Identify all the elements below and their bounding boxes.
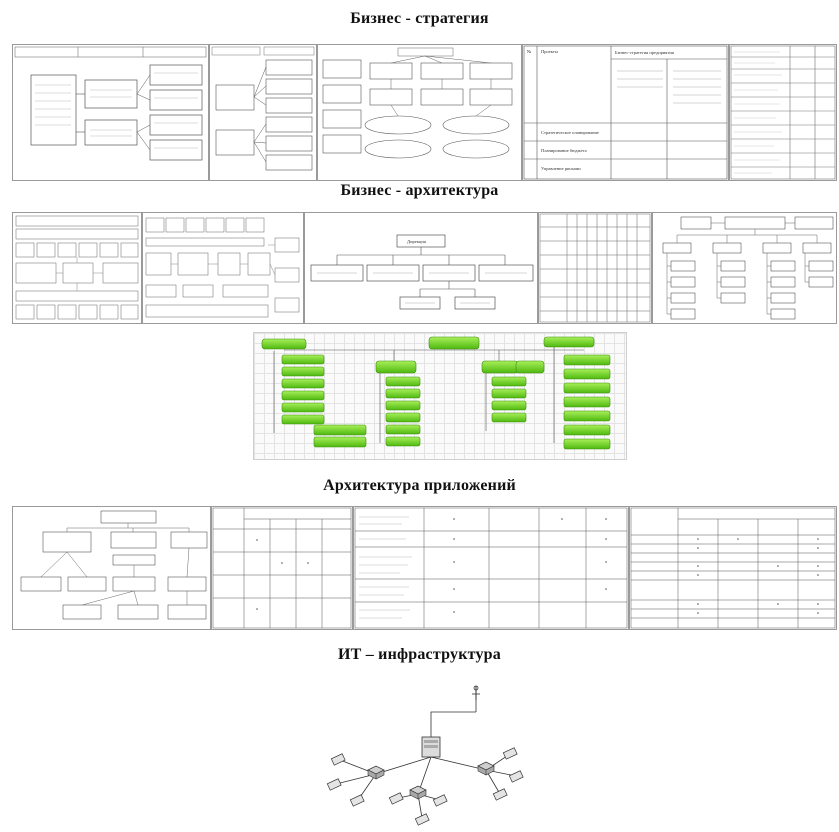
- architecture-process-flow: [142, 212, 304, 324]
- architecture-green-hierarchy: [253, 332, 627, 460]
- architecture-responsibility-matrix: [538, 212, 652, 324]
- root-department-label: Дирекция: [407, 239, 426, 244]
- strategy-objectives-tree: [209, 44, 317, 181]
- section-title-architecture: Бизнес - архитектура: [340, 182, 499, 199]
- workstation-icon: [349, 794, 365, 807]
- section-title-strategy: Бизнес - стратегия: [350, 10, 489, 27]
- workstation-icon: [432, 794, 448, 807]
- architecture-process-map: [12, 212, 142, 324]
- switch-icon: [409, 785, 427, 800]
- strategy-row-3: Управление рисками: [541, 166, 581, 171]
- architecture-function-tree: [652, 212, 837, 324]
- applications-matrix-1: [211, 506, 353, 630]
- applications-matrix-3: [629, 506, 837, 630]
- workstation-icon: [326, 778, 342, 791]
- strategy-table-header: Бизнес-стратегия предприятия: [615, 50, 674, 55]
- workstation-icon: [502, 747, 518, 760]
- switch-icon: [477, 761, 495, 776]
- strategy-goals-tree: [12, 44, 209, 181]
- server-icon: [421, 736, 441, 758]
- architecture-org-structure: Дирекция: [304, 212, 538, 324]
- network-topology-diagram: [318, 682, 530, 827]
- strategy-factors-diagram: [317, 44, 522, 181]
- strategy-row-2: Планирование бюджета: [541, 148, 587, 153]
- svg-text:№: №: [527, 49, 531, 54]
- workstation-icon: [388, 792, 404, 805]
- applications-matrix-2: [353, 506, 629, 630]
- workstation-icon: [508, 770, 524, 783]
- strategy-table: № Проекты Бизнес-стратегия предприятия С…: [522, 44, 729, 181]
- strategy-indicators-table: [729, 44, 837, 181]
- section-title-infrastructure: ИТ – инфраструктура: [338, 646, 501, 663]
- applications-tree: [12, 506, 211, 630]
- antenna-icon: [472, 685, 480, 700]
- strategy-row-1: Стратегическое планирование: [541, 130, 599, 135]
- section-title-applications: Архитектура приложений: [323, 477, 516, 494]
- workstation-icon: [330, 753, 346, 766]
- switch-icon: [367, 765, 385, 780]
- workstation-icon: [492, 788, 508, 801]
- workstation-icon: [414, 813, 430, 826]
- svg-text:Проекты: Проекты: [541, 49, 558, 54]
